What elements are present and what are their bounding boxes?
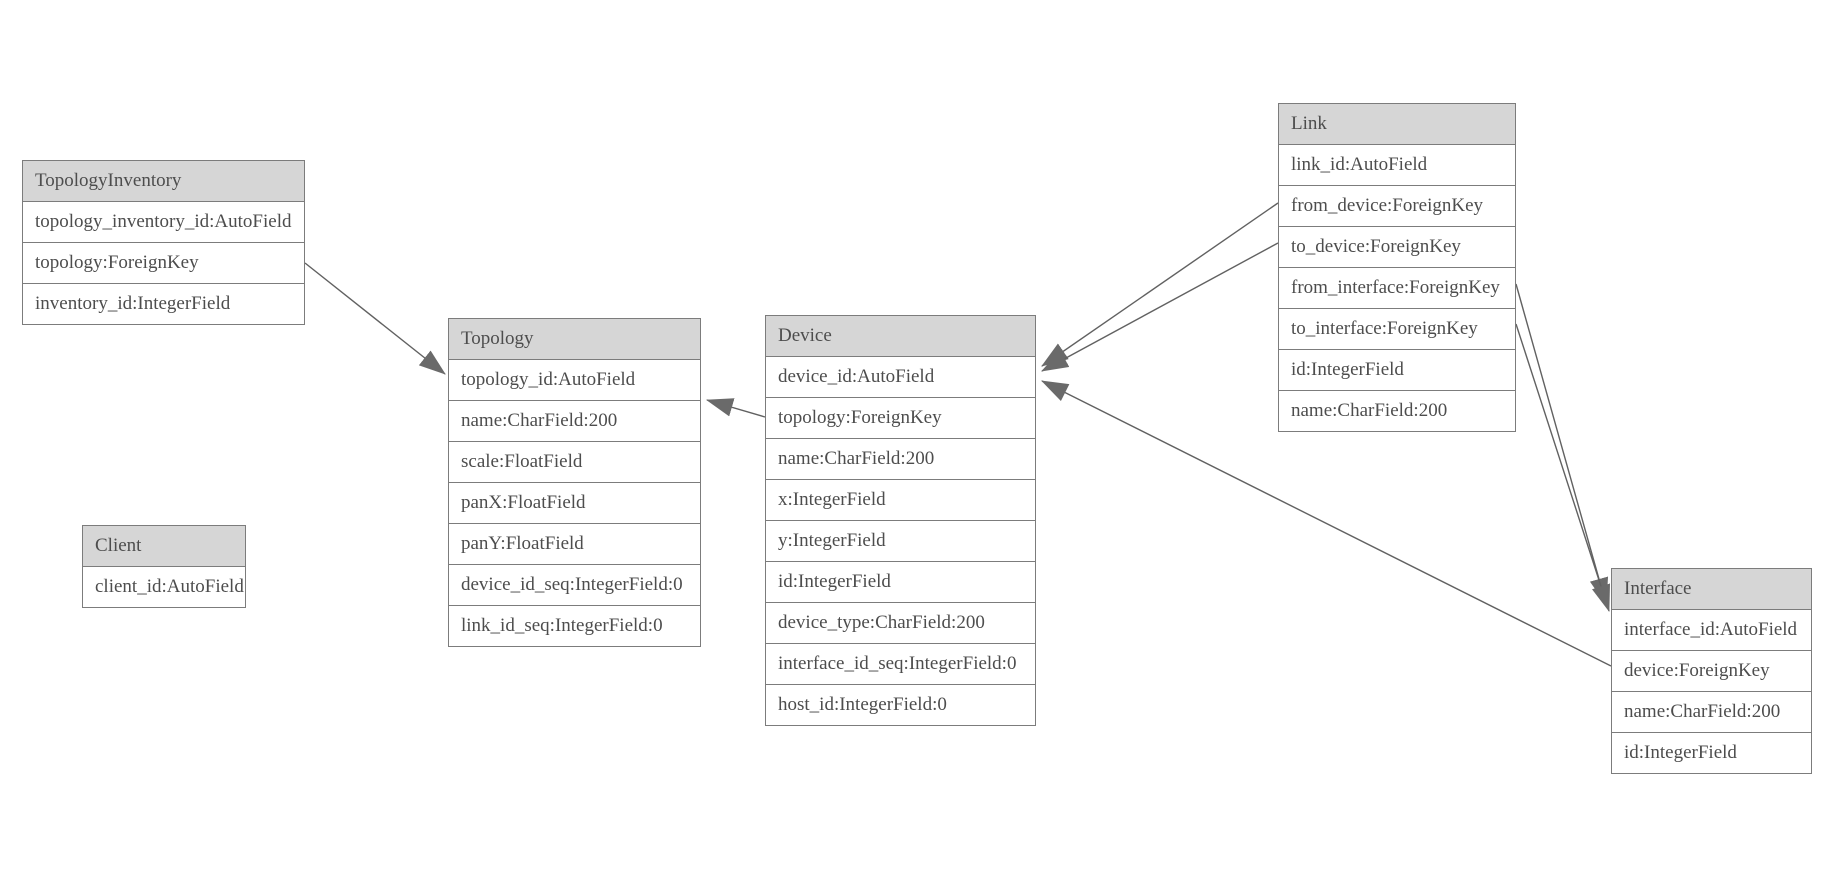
field-row: scale:FloatField (449, 442, 700, 483)
entity-header: TopologyInventory (23, 161, 304, 202)
entity-header: Device (766, 316, 1035, 357)
field-row: topology:ForeignKey (766, 398, 1035, 439)
field-row: topology_id:AutoField (449, 360, 700, 401)
field-row: from_interface:ForeignKey (1279, 268, 1515, 309)
edge-topologyinventory-topology-to-topology (304, 262, 446, 375)
entity-table-link: Link link_id:AutoField from_device:Forei… (1278, 103, 1516, 432)
entity-header: Interface (1612, 569, 1811, 610)
field-row: host_id:IntegerField:0 (766, 685, 1035, 725)
edge-link-from_device-to-device (1041, 202, 1279, 367)
entity-table-topology: Topology topology_id:AutoField name:Char… (448, 318, 701, 647)
entity-table-client: Client client_id:AutoField (82, 525, 246, 608)
field-row: id:IntegerField (1612, 733, 1811, 773)
entity-table-device: Device device_id:AutoField topology:Fore… (765, 315, 1036, 726)
entity-header: Client (83, 526, 245, 567)
field-row: topology:ForeignKey (23, 243, 304, 284)
field-row: inventory_id:IntegerField (23, 284, 304, 324)
field-row: to_interface:ForeignKey (1279, 309, 1515, 350)
entity-table-interface: Interface interface_id:AutoField device:… (1611, 568, 1812, 774)
field-row: name:CharField:200 (1612, 692, 1811, 733)
field-row: name:CharField:200 (1279, 391, 1515, 431)
entity-header: Topology (449, 319, 700, 360)
field-row: id:IntegerField (766, 562, 1035, 603)
field-row: client_id:AutoField (83, 567, 245, 607)
field-row: device:ForeignKey (1612, 651, 1811, 692)
entity-table-topologyinventory: TopologyInventory topology_inventory_id:… (22, 160, 305, 325)
field-row: name:CharField:200 (449, 401, 700, 442)
field-row: device_type:CharField:200 (766, 603, 1035, 644)
edge-device-topology-to-topology (705, 398, 766, 418)
field-row: device_id_seq:IntegerField:0 (449, 565, 700, 606)
field-row: link_id:AutoField (1279, 145, 1515, 186)
field-row: x:IntegerField (766, 480, 1035, 521)
field-row: interface_id_seq:IntegerField:0 (766, 644, 1035, 685)
edge-link-to_interface-to-interface (1515, 323, 1610, 613)
edge-interface-device-to-device (1041, 380, 1612, 667)
field-row: to_device:ForeignKey (1279, 227, 1515, 268)
field-row: link_id_seq:IntegerField:0 (449, 606, 700, 646)
edge-link-to_device-to-device (1041, 242, 1279, 372)
field-row: panX:FloatField (449, 483, 700, 524)
field-row: name:CharField:200 (766, 439, 1035, 480)
field-row: y:IntegerField (766, 521, 1035, 562)
edge-link-from_interface-to-interface (1515, 283, 1609, 606)
field-row: panY:FloatField (449, 524, 700, 565)
field-row: id:IntegerField (1279, 350, 1515, 391)
entity-header: Link (1279, 104, 1515, 145)
field-row: topology_inventory_id:AutoField (23, 202, 304, 243)
field-row: interface_id:AutoField (1612, 610, 1811, 651)
field-row: from_device:ForeignKey (1279, 186, 1515, 227)
field-row: device_id:AutoField (766, 357, 1035, 398)
